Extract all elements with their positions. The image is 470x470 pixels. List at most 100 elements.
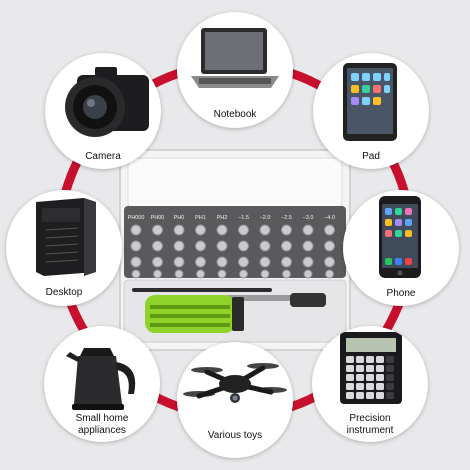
bit-label: −4.0 [324, 215, 335, 221]
extension-rod [132, 288, 272, 292]
screwdriver-bit [238, 240, 249, 252]
kettle-icon [66, 348, 136, 410]
calculator-key [386, 365, 394, 372]
screwdriver-bit [216, 256, 228, 268]
calculator-key [346, 365, 354, 372]
calculator-key [376, 365, 384, 372]
label-camera: Camera [85, 151, 121, 162]
screwdriver-bit [173, 256, 185, 268]
calculator-key [346, 383, 354, 390]
calculator-key [366, 392, 374, 399]
bit-grid [130, 224, 335, 279]
bit-label: −3.0 [303, 215, 314, 221]
screwdriver-bit [281, 240, 292, 252]
screwdriver-bit [131, 269, 141, 279]
calculator-key [376, 392, 384, 399]
bit-label: −2.5 [281, 215, 292, 221]
camera-icon [65, 67, 149, 137]
screwdriver-bit [195, 256, 206, 268]
label-instrument-line1: Precision [349, 413, 391, 424]
smartphone-icon [379, 196, 421, 278]
calculator-key [356, 356, 364, 363]
screwdriver-bit [130, 224, 142, 236]
calculator-key [346, 374, 354, 381]
screwdriver-bit [195, 240, 206, 252]
calculator-key [386, 383, 394, 390]
calculator-key [356, 365, 364, 372]
category-phone: Phone [343, 190, 459, 306]
screwdriver-bit [239, 269, 248, 279]
screwdriver-bit [130, 240, 142, 252]
screwdriver-bit [173, 240, 185, 252]
handle-grip-line [150, 314, 230, 318]
calculator-key [346, 392, 354, 399]
laptop-icon [191, 28, 279, 88]
category-pad: Pad [313, 53, 429, 169]
label-instrument-line2: instrument [346, 425, 394, 436]
screwdriver-bit [152, 240, 163, 252]
screwdriver-bit [281, 256, 292, 268]
handle-collar [232, 297, 244, 331]
label-desktop: Desktop [45, 287, 83, 298]
label-appliances-line1: Small home [75, 413, 129, 424]
screwdriver-bit [259, 256, 271, 268]
tablet-icon [343, 63, 397, 141]
screwdriver-bit [238, 224, 249, 236]
screwdriver-bit [282, 269, 291, 279]
bit-label: PH2 [217, 215, 228, 221]
category-camera: Camera [45, 53, 161, 169]
calculator-key [356, 383, 364, 390]
screwdriver-bit [152, 224, 163, 236]
bit-label: PH1 [195, 215, 206, 221]
label-toys: Various toys [207, 430, 263, 441]
handle-grip-line [150, 305, 230, 309]
handle-grip-line [150, 323, 230, 327]
flexible-shaft [290, 293, 326, 307]
screwdriver-bit [324, 256, 335, 268]
screwdriver-bit [238, 256, 249, 268]
bit-label: PH00 [151, 215, 165, 221]
screwdriver-bit [302, 256, 314, 268]
bit-label: PH0 [174, 215, 185, 221]
screwdriver-bit [303, 269, 313, 279]
category-desktop: Desktop [6, 190, 122, 306]
calculator-key [376, 374, 384, 381]
screwdriver-bit [324, 224, 335, 236]
calculator-key [366, 365, 374, 372]
label-phone: Phone [386, 288, 416, 299]
screwdriver-bit [259, 240, 271, 252]
calculator-key [376, 383, 384, 390]
screwdriver-bit [259, 224, 271, 236]
calculator-key [346, 356, 354, 363]
screwdriver-bit [217, 269, 227, 279]
category-instrument: Precision instrument [312, 326, 428, 442]
screwdriver-bit [153, 269, 162, 279]
calculator-key [356, 392, 364, 399]
category-toys: Various toys [177, 342, 293, 458]
calculator-key [386, 392, 394, 399]
screwdriver-bit [302, 224, 314, 236]
desktop-tower-icon [36, 198, 96, 276]
label-appliances-line2: appliances [78, 425, 126, 436]
screwdriver-bit [216, 240, 228, 252]
screwdriver-bit [281, 224, 292, 236]
screwdriver-bit [302, 240, 314, 252]
screwdriver-bit [216, 224, 228, 236]
label-pad: Pad [362, 151, 380, 162]
calculator-key [366, 356, 374, 363]
calculator-icon [340, 332, 402, 404]
calculator-key [366, 383, 374, 390]
screwdriver-bit [195, 224, 206, 236]
bit-label: PH000 [128, 215, 145, 221]
screwdriver-bit [173, 224, 185, 236]
calculator-key [386, 374, 394, 381]
screwdriver-bit [152, 256, 163, 268]
screwdriver-bit [130, 256, 142, 268]
calculator-key [386, 356, 394, 363]
screwdriver-bit [325, 269, 334, 279]
screwdriver-bit [174, 269, 184, 279]
calculator-key [356, 374, 364, 381]
